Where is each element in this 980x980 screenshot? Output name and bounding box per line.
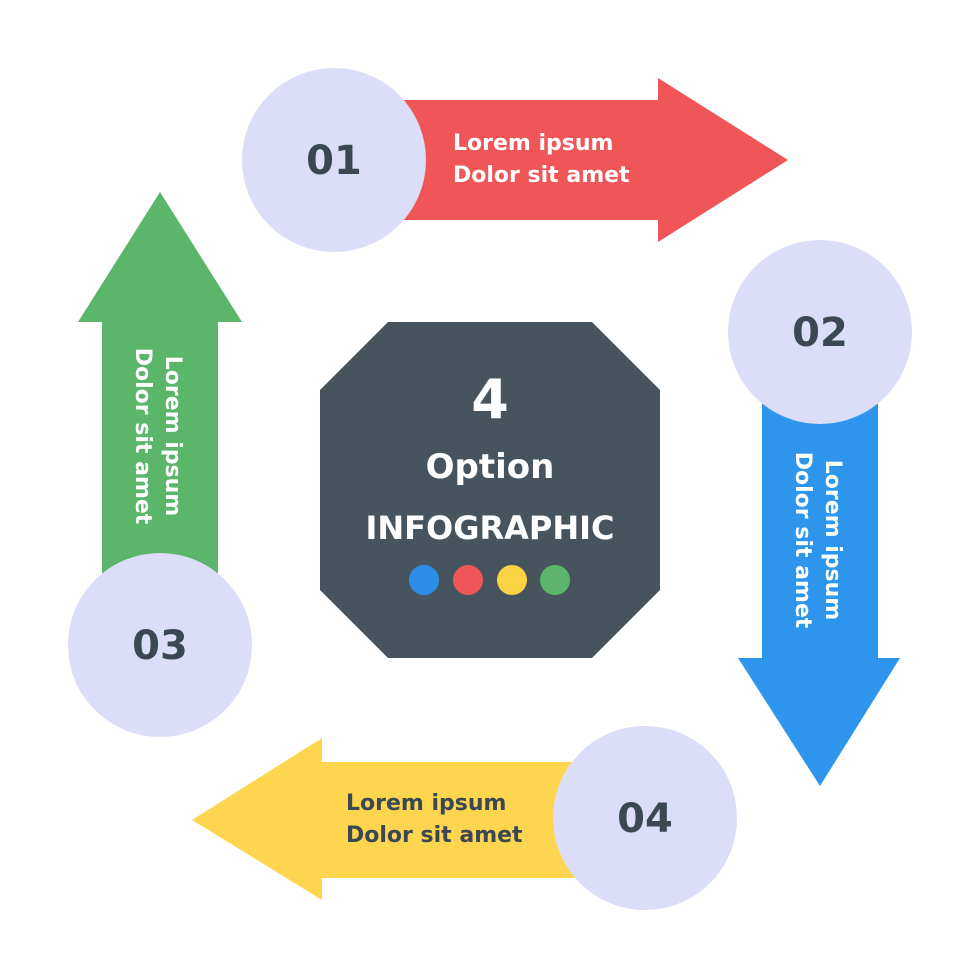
- step-1-label-line1: Lorem ipsum: [453, 131, 613, 156]
- center-octagon: [320, 322, 660, 658]
- step-4-label-line1: Lorem ipsum: [346, 791, 506, 816]
- step-4-circle: [553, 726, 737, 910]
- center-dot-green: [540, 565, 570, 595]
- center-number: 4: [471, 368, 509, 431]
- step-2-circle: [728, 240, 912, 424]
- step-2-label-line1: Lorem ipsum: [820, 460, 845, 620]
- center-dot-blue: [409, 565, 439, 595]
- step-1-circle: [242, 68, 426, 252]
- step-2-label-line2: Dolor sit amet: [790, 452, 815, 629]
- step-1-label-line2: Dolor sit amet: [453, 163, 630, 188]
- step-3-circle: [68, 553, 252, 737]
- step-3-label-line2: Dolor sit amet: [130, 348, 155, 525]
- step-1-arrow: [330, 78, 788, 242]
- step-4-arrow: [192, 738, 645, 900]
- step-1-number: 01: [306, 138, 362, 184]
- step-2-number: 02: [792, 310, 848, 356]
- center-dot-red: [453, 565, 483, 595]
- step-3-number: 03: [132, 623, 188, 669]
- step-4-number: 04: [617, 796, 673, 842]
- center-dot-yellow: [497, 565, 527, 595]
- step-4-label-line2: Dolor sit amet: [346, 823, 523, 848]
- center-title-line1: Option: [426, 447, 555, 487]
- step-3-arrow: [78, 192, 242, 645]
- step-3-label-line1: Lorem ipsum: [160, 356, 185, 516]
- step-2-arrow: [738, 330, 900, 786]
- center-title-line2: INFOGRAPHIC: [365, 509, 614, 547]
